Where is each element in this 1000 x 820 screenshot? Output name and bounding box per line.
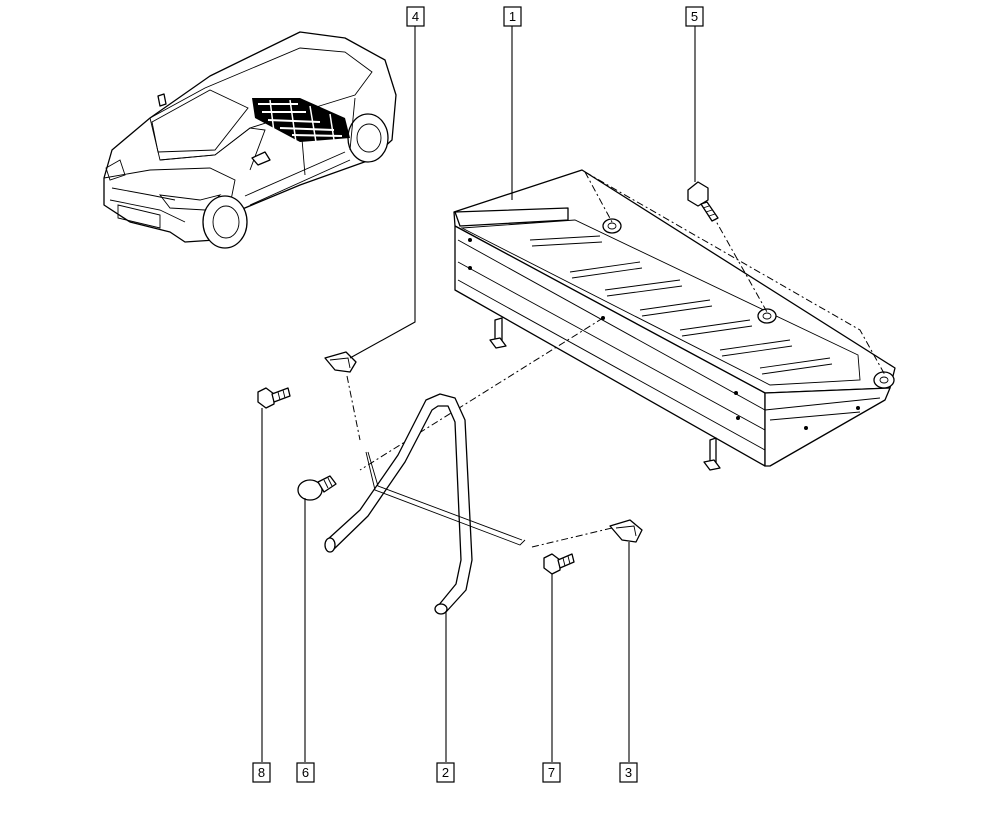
svg-text:3: 3 (625, 765, 632, 780)
callout-3: 3 (619, 762, 638, 783)
svg-text:8: 8 (258, 765, 265, 780)
svg-text:7: 7 (548, 765, 555, 780)
bolt-icon (257, 387, 291, 409)
clip-icon (609, 519, 643, 543)
drain-hose-icon (324, 393, 526, 615)
clip-icon (324, 351, 357, 373)
highlighted-location (252, 98, 350, 143)
bolt-icon (297, 475, 337, 501)
callout-6: 6 (296, 762, 315, 783)
car-location-icon (103, 31, 397, 249)
callout-8: 8 (252, 762, 271, 783)
assembly-lines (346, 171, 886, 548)
cargo-floor-tray-icon (453, 169, 896, 471)
callout-5: 5 (685, 6, 704, 27)
callout-7: 7 (542, 762, 561, 783)
svg-text:2: 2 (442, 765, 449, 780)
svg-text:6: 6 (302, 765, 309, 780)
svg-text:1: 1 (509, 9, 516, 24)
callout-2: 2 (436, 762, 455, 783)
bolt-icon (687, 181, 719, 222)
leader-lines (261, 26, 696, 762)
svg-text:4: 4 (412, 9, 419, 24)
svg-text:5: 5 (691, 9, 698, 24)
bolt-icon (543, 553, 575, 575)
callout-4: 4 (406, 6, 425, 27)
callout-1: 1 (503, 6, 522, 27)
